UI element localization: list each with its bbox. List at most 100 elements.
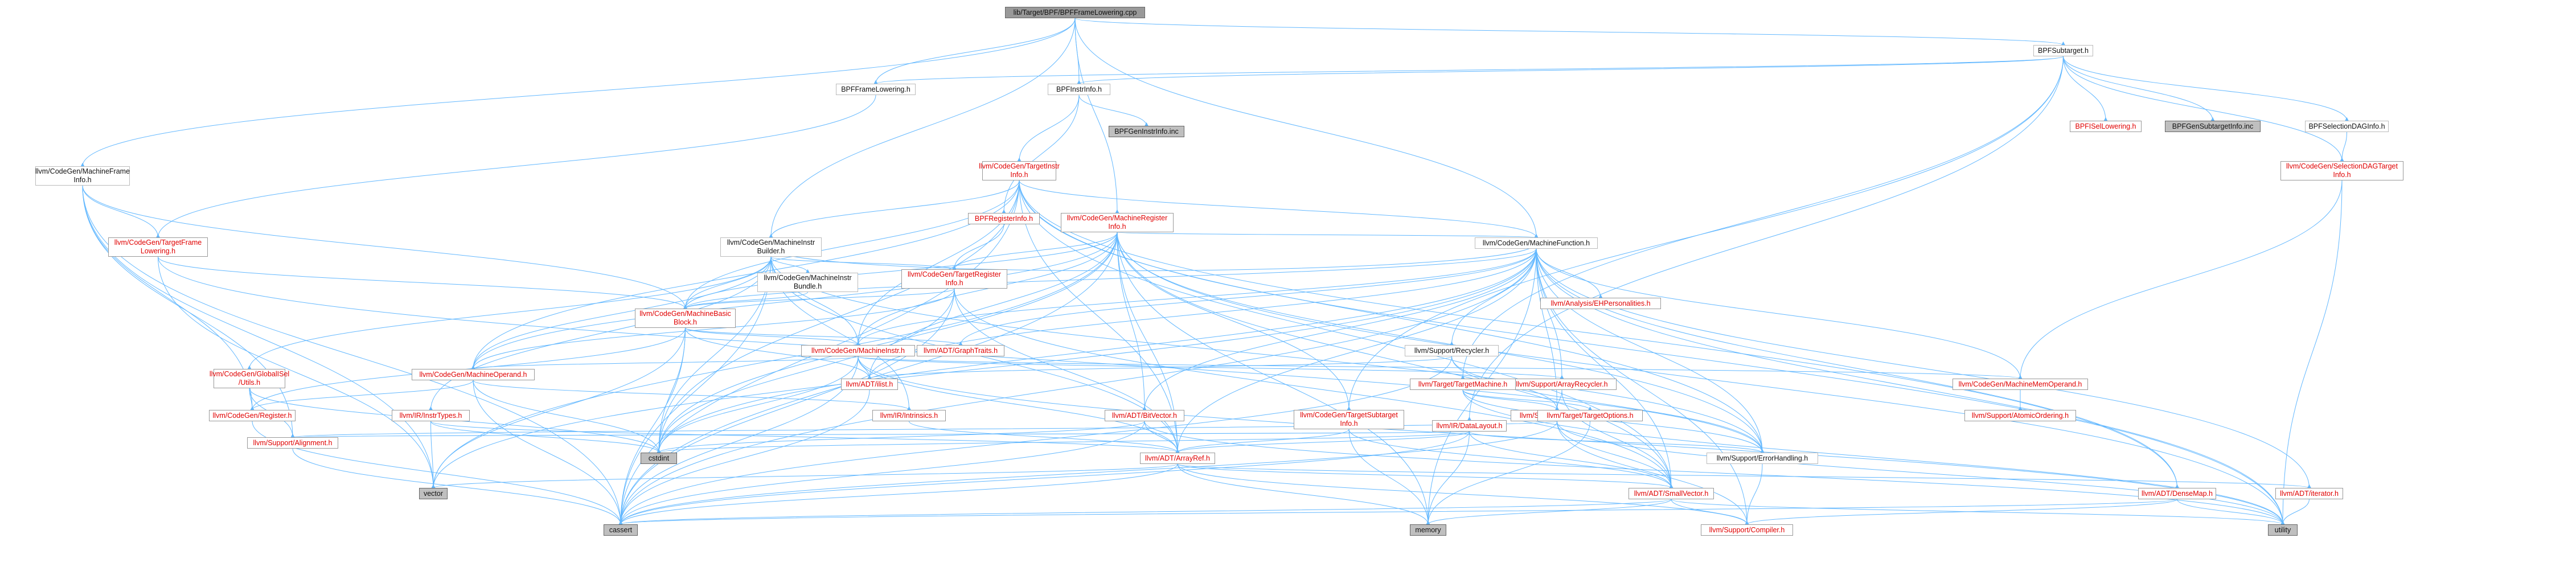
edge-tri-to-mo [471,288,955,369]
node-tri[interactable]: llvm/CodeGen/TargetRegister Info.h [901,269,1007,289]
node-recycler[interactable]: llvm/Support/Recycler.h [1405,345,1499,356]
node-datalayout[interactable]: llvm/IR/DataLayout.h [1432,420,1507,432]
node-reginfo[interactable]: BPFRegisterInfo.h [968,213,1040,224]
edge-seldagtarget-to-mmo [2018,180,2343,379]
edge-tiinfo-to-densemap [1019,180,2180,488]
node-utility[interactable]: utility [2268,524,2298,536]
edge-tri-to-cstdint [657,288,955,453]
edge-bitvector-to-cstdint [657,421,1145,453]
node-iterator[interactable]: llvm/ADT/iterator.h [2275,488,2343,499]
node-framelow[interactable]: BPFFrameLowering.h [836,84,916,95]
node-densemap[interactable]: llvm/ADT/DenseMap.h [2138,488,2216,499]
edge-tri-to-mbb [683,288,955,309]
node-subtarget[interactable]: BPFSubtarget.h [2033,45,2093,56]
node-targetoptions[interactable]: llvm/Target/TargetOptions.h [1537,410,1643,421]
node-vector[interactable]: vector [419,488,448,499]
edge-alignment-to-cassert [292,448,623,525]
edge-arrayref-to-iterator [1177,463,2312,489]
node-iselowering[interactable]: BPFISelLowering.h [2070,121,2142,132]
edge-mi-to-arrayref [858,356,1180,453]
node-mi[interactable]: llvm/CodeGen/MachineInstr.h [801,345,915,356]
node-smallvector[interactable]: llvm/ADT/SmallVector.h [1629,488,1714,499]
node-gensubtarget[interactable]: BPFGenSubtargetInfo.inc [2165,121,2261,132]
node-errorhandling[interactable]: llvm/Support/ErrorHandling.h [1707,453,1818,464]
edge-mi-to-ilist [858,356,872,379]
node-graphtraits[interactable]: llvm/ADT/GraphTraits.h [917,345,1004,356]
edge-subtarget-to-seldagtarget [2063,56,2344,162]
edge-subtarget-to-instrinfo [1077,56,2064,84]
edge-mf-to-cstdint [657,248,1537,453]
node-tiinfo[interactable]: llvm/CodeGen/TargetInstr Info.h [979,161,1060,180]
edge-subtarget-to-targetmachine [1461,56,2064,379]
edge-root-to-mfinfo [80,18,1076,167]
node-bitvector[interactable]: llvm/ADT/BitVector.h [1105,410,1184,421]
edge-mibuilder-to-mibundle [770,256,810,273]
node-targetmachine[interactable]: llvm/Target/TargetMachine.h [1410,379,1516,390]
edge-mri-to-tri [952,232,1118,270]
node-root[interactable]: lib/Target/BPF/BPFFrameLowering.cpp [1005,7,1145,18]
edge-mibuilder-to-irinstrtypes [428,256,772,410]
node-tsubtarget[interactable]: llvm/CodeGen/TargetSubtarget Info.h [1294,410,1404,429]
edge-mri-to-memory [1117,232,1430,525]
edge-errorhandling-to-compiler [1745,463,1763,525]
edge-mi-to-cstdint [657,356,859,453]
edge-mibundle-to-mbb [683,291,808,309]
edge-mf-to-mbb [683,248,1537,309]
node-irinstrtypes[interactable]: llvm/IR/InstrTypes.h [392,410,470,421]
edge-allocator-to-smallvector [1557,421,1673,488]
node-seldagtarget[interactable]: llvm/CodeGen/SelectionDAGTarget Info.h [2280,161,2403,180]
node-arrayref[interactable]: llvm/ADT/ArrayRef.h [1140,453,1215,464]
node-memory[interactable]: memory [1410,524,1446,536]
edge-mibuilder-to-gisel [247,256,772,369]
node-mmo[interactable]: llvm/CodeGen/MachineMemOperand.h [1952,379,2088,390]
node-ilist[interactable]: llvm/ADT/ilist.h [841,379,898,390]
edge-mf-to-mmo [1536,248,2023,379]
edge-bitvector-to-utility [1144,421,2285,525]
node-compiler[interactable]: llvm/Support/Compiler.h [1701,524,1793,536]
edge-tiinfo-to-mi [856,180,1020,346]
node-register[interactable]: llvm/CodeGen/Register.h [209,410,296,421]
node-tfl[interactable]: llvm/CodeGen/TargetFrame Lowering.h [108,237,208,257]
edge-targetmachine-to-targetoptions [1462,389,1593,410]
node-mibuilder[interactable]: llvm/CodeGen/MachineInstr Builder.h [720,237,822,257]
edge-mf-to-arrayrecycler [1536,248,1564,379]
node-ehpers[interactable]: llvm/Analysis/EHPersonalities.h [1540,298,1661,309]
edge-mibuilder-to-cstdint [657,256,772,453]
edge-tsubtarget-to-smallvector [1348,429,1673,488]
edge-mo-to-cstdint [473,380,661,453]
edge-arrayref-to-cassert [618,463,1178,525]
edge-tfl-to-mbb [158,256,688,309]
node-mibundle[interactable]: llvm/CodeGen/MachineInstr Bundle.h [757,273,858,292]
edge-datalayout-to-arrayref [1175,431,1470,453]
edge-framelow-to-tfl [155,95,876,238]
edge-tiinfo-to-mbb [683,180,1020,309]
edge-mo-to-register [250,380,474,410]
edge-mibuilder-to-errorhandling [770,256,1765,453]
edge-recycler-to-ilist [867,356,1452,379]
node-mfinfo[interactable]: llvm/CodeGen/MachineFrame Info.h [35,166,130,186]
node-seldaginfo[interactable]: BPFSelectionDAGInfo.h [2305,121,2389,132]
node-intrinsics[interactable]: llvm/IR/Intrinsics.h [872,410,946,421]
edge-subtarget-to-datalayout [1467,56,2064,421]
node-cassert[interactable]: cassert [604,524,638,536]
edge-recycler-to-cassert [618,356,1452,525]
edge-datalayout-to-cstdint [657,431,1470,453]
node-gisel[interactable]: llvm/CodeGen/GlobalISel /Utils.h [210,369,289,388]
node-geninstr[interactable]: BPFGenInstrInfo.inc [1109,126,1184,137]
edge-root-to-mf [1074,18,1539,238]
edge-mf-to-smallvector [1536,248,1673,488]
edge-instrinfo-to-geninstr [1078,95,1149,126]
edge-tsubtarget-to-arrayref [1175,429,1349,453]
node-alignment[interactable]: llvm/Support/Alignment.h [247,437,338,449]
node-atomicord[interactable]: llvm/Support/AtomicOrdering.h [1964,410,2076,421]
node-mbb[interactable]: llvm/CodeGen/MachineBasic Block.h [635,309,736,328]
node-mo[interactable]: llvm/CodeGen/MachineOperand.h [412,369,535,380]
node-mf[interactable]: llvm/CodeGen/MachineFunction.h [1475,237,1598,249]
node-arrayrecycler[interactable]: llvm/Support/ArrayRecycler.h [1507,379,1617,390]
node-cstdint[interactable]: cstdint [641,453,677,464]
edge-mbb-to-graphtraits [685,327,963,346]
edge-root-to-mri [1074,18,1119,213]
node-instrinfo[interactable]: BPFInstrInfo.h [1048,84,1110,95]
edge-subtarget-to-framelow [873,56,2064,85]
node-mri[interactable]: llvm/CodeGen/MachineRegister Info.h [1061,213,1174,232]
